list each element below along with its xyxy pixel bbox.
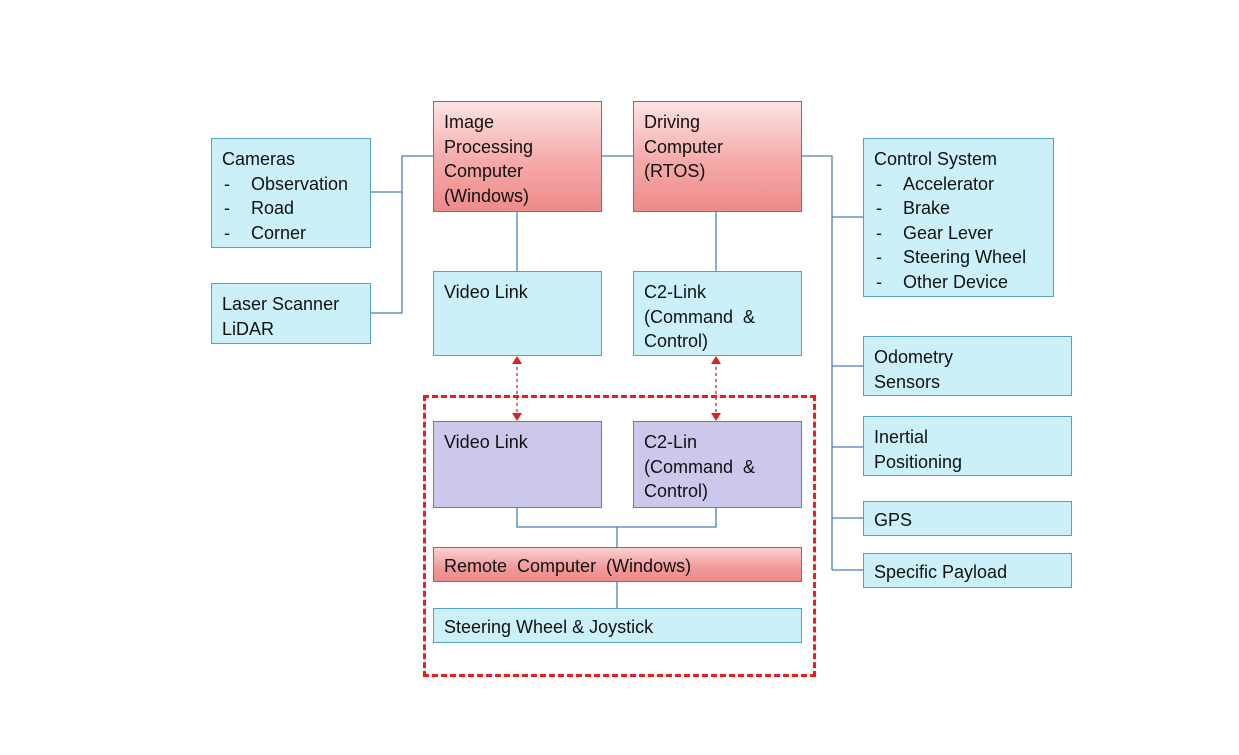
c2-link-remote-line: Control) [644, 481, 709, 502]
camera-item: Observation [222, 172, 360, 197]
laser-line: LiDAR [222, 318, 275, 339]
cameras-box: Cameras Observation Road Corner [211, 138, 371, 248]
odometry-line: Sensors [874, 371, 941, 392]
steering-joystick-label: Steering Wheel & Joystick [444, 617, 654, 637]
image-processing-line: Image [444, 112, 495, 132]
driving-line: Driving [644, 112, 701, 132]
inertial-line: Positioning [874, 451, 963, 472]
laser-scanner-box: Laser Scanner LiDAR [211, 283, 371, 344]
steering-joystick-box: Steering Wheel & Joystick [433, 608, 802, 643]
control-item: Gear Lever [874, 221, 1043, 246]
remote-computer-label: Remote Computer (Windows) [444, 556, 692, 576]
connector-laser-image [370, 192, 403, 314]
remote-station-region [423, 395, 816, 677]
image-processing-computer-box: Image Processing Computer (Windows) [433, 101, 602, 212]
camera-item: Corner [222, 221, 360, 246]
laser-line: Laser Scanner [222, 294, 340, 314]
c2-link-line: (Command & [644, 306, 756, 327]
connector-driving-bus [801, 155, 833, 570]
c2-link-remote-line: (Command & [644, 456, 756, 477]
gps-label: GPS [874, 510, 913, 530]
c2-link-line: Control) [644, 331, 709, 352]
cameras-title: Cameras [222, 149, 296, 169]
control-system-list: Accelerator Brake Gear Lever Steering Wh… [874, 172, 1043, 295]
image-processing-line: (Windows) [444, 185, 530, 206]
control-item: Steering Wheel [874, 245, 1043, 270]
video-link-remote-box: Video Link [433, 421, 602, 508]
gps-box: GPS [863, 501, 1072, 536]
cameras-list: Observation Road Corner [222, 172, 360, 246]
video-link-vehicle-box: Video Link [433, 271, 602, 356]
driving-computer-box: Driving Computer (RTOS) [633, 101, 802, 212]
c2-link-remote-line: C2-Lin [644, 432, 698, 452]
video-link-label: Video Link [444, 282, 528, 302]
arrowhead-video-down [512, 413, 522, 421]
control-item: Accelerator [874, 172, 1043, 197]
odometry-sensors-box: Odometry Sensors [863, 336, 1072, 396]
camera-item: Road [222, 196, 360, 221]
arrowhead-c2-down [711, 413, 721, 421]
image-processing-line: Processing [444, 136, 534, 157]
payload-label: Specific Payload [874, 562, 1008, 582]
video-link-remote-label: Video Link [444, 432, 528, 452]
image-processing-line: Computer [444, 161, 524, 182]
control-item: Other Device [874, 270, 1043, 295]
connector-cameras-image [370, 155, 434, 193]
arrowhead-video-up [512, 356, 522, 364]
driving-line: (RTOS) [644, 161, 706, 182]
control-system-title: Control System [874, 149, 998, 169]
odometry-line: Odometry [874, 347, 954, 367]
specific-payload-box: Specific Payload [863, 553, 1072, 588]
c2-link-line: C2-Link [644, 282, 707, 302]
arrowhead-c2-up [711, 356, 721, 364]
inertial-line: Inertial [874, 427, 929, 447]
driving-line: Computer [644, 136, 724, 157]
control-system-box: Control System Accelerator Brake Gear Le… [863, 138, 1054, 297]
c2-link-remote-box: C2-Lin (Command & Control) [633, 421, 802, 508]
c2-link-vehicle-box: C2-Link (Command & Control) [633, 271, 802, 356]
control-item: Brake [874, 196, 1043, 221]
remote-computer-box: Remote Computer (Windows) [433, 547, 802, 582]
inertial-positioning-box: Inertial Positioning [863, 416, 1072, 476]
